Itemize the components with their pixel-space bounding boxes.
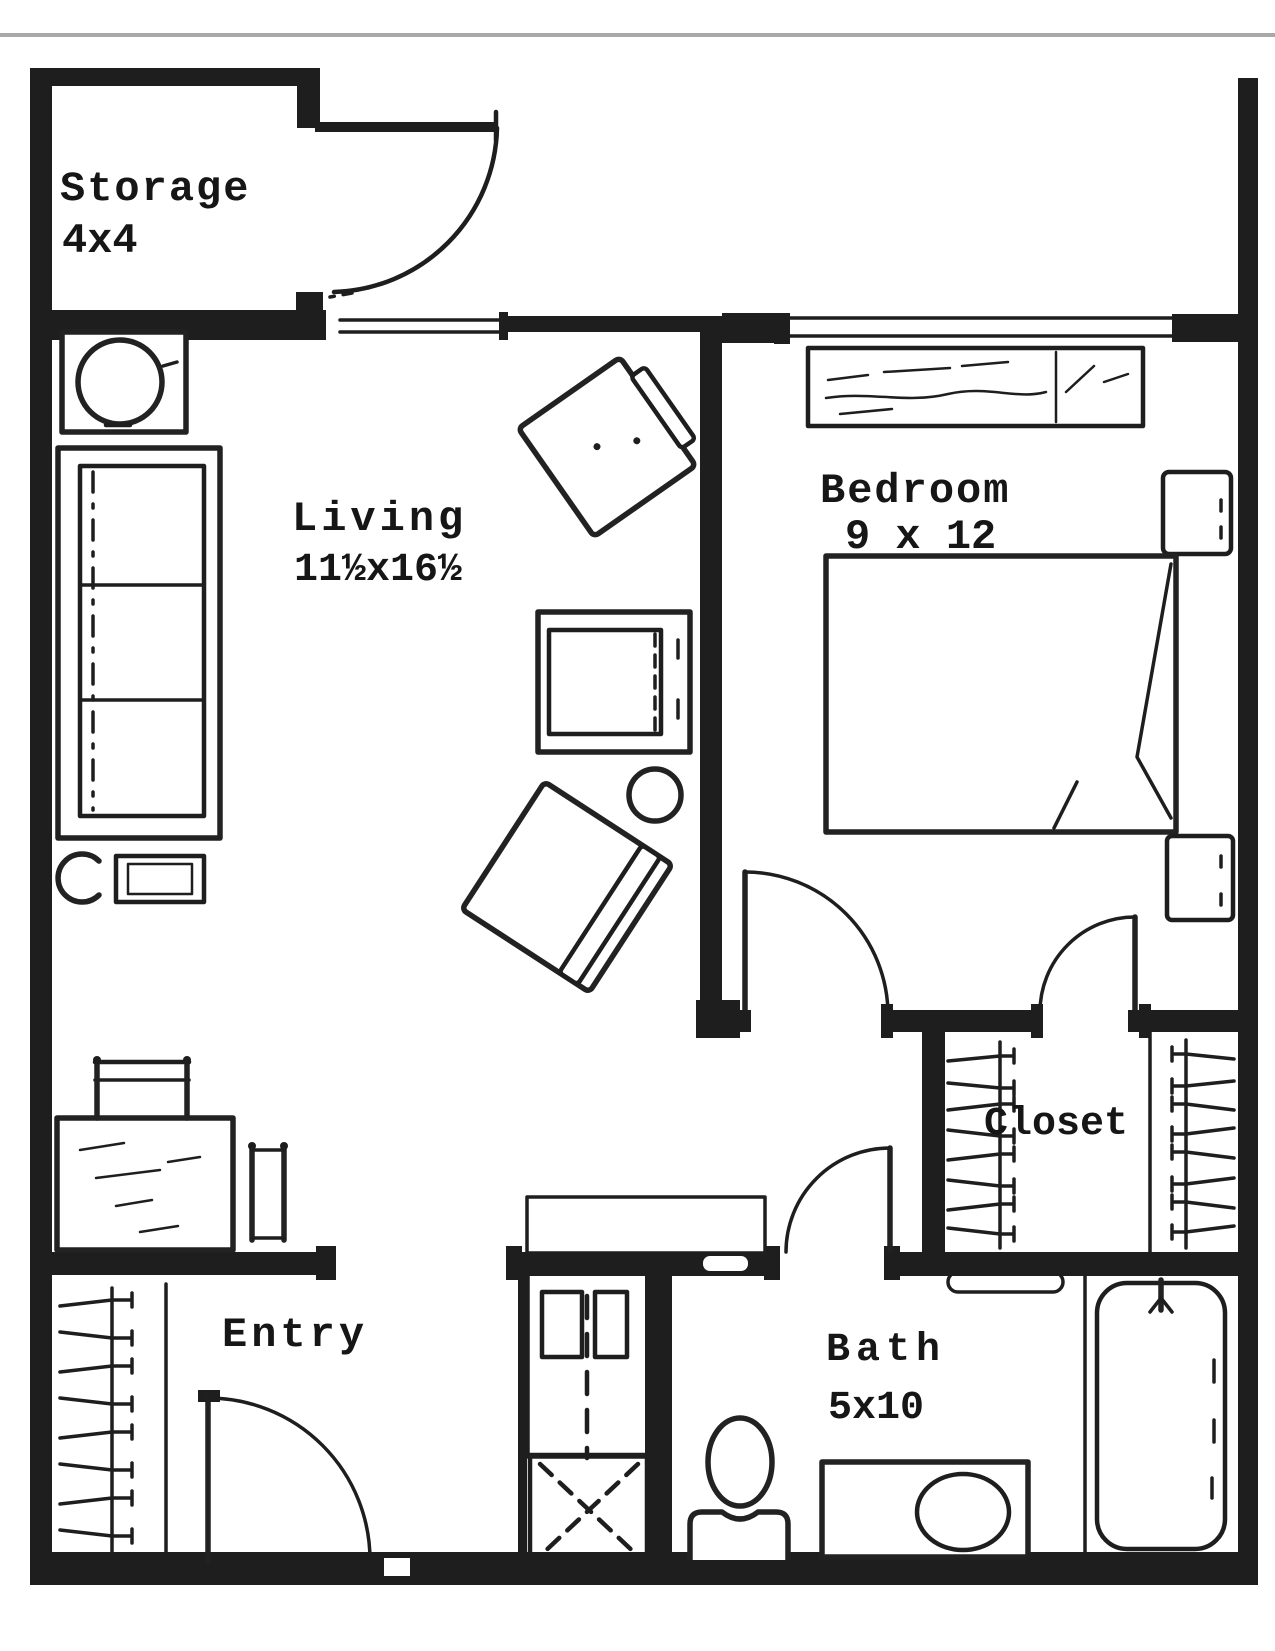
wall-hall-a [887,1010,1037,1032]
armchair-lower [461,781,673,993]
bed [823,553,1179,835]
wall-bath-closet [890,1252,1238,1276]
kitchen-sink-right-basin [592,1289,630,1360]
wall-hall-b [1145,1010,1238,1032]
bedroom-closet-left-rod [946,1040,1016,1250]
bathroom-fixtures [687,1268,1228,1560]
wall-living-bedroom [700,316,722,1004]
bedroom-door [739,869,890,1032]
magazine-rack [55,851,102,905]
dining-table [54,1115,236,1253]
round-side-table [626,766,684,824]
label-storage: Storage [60,165,250,213]
bath-door-swing-arc [784,1146,892,1254]
bathtub [1094,1277,1228,1552]
foot-table [1164,833,1236,923]
label-storage-dims: 4x4 [62,217,138,265]
dresser [805,345,1146,429]
dining-chair-right [248,1142,288,1243]
entry-closet [58,1282,168,1566]
living-furniture [54,329,697,1253]
kitchen-sink-left-basin [539,1289,585,1360]
wall-bottom [30,1552,1258,1585]
label-entry: Entry [222,1311,368,1359]
wall-bath-cap [884,1246,900,1280]
entry-door [198,1390,372,1563]
nightstand [1160,469,1234,557]
storage-door [315,109,500,299]
end-table-lamp [59,329,189,435]
wall-under-counter-cap-right [764,1246,780,1280]
scan-line [0,33,1275,37]
wall-living-top [506,316,704,332]
tv-console [535,609,693,755]
wall-hall-a-cap-left [881,1004,893,1038]
entry-threshold-notch [384,1558,410,1576]
wall-entry-top [30,1252,320,1275]
kitchen-counter [525,1195,767,1255]
range-stove [527,1452,650,1566]
storage-door-leaf [315,122,497,132]
label-living: Living [292,495,467,543]
pass-through-slot [703,1256,748,1271]
wall-kitchen-bath [645,1272,672,1554]
closet-door-swing-arc [1038,915,1137,1014]
label-bath: Bath [826,1328,946,1373]
bedroom-furniture [805,345,1236,923]
bedroom-door-hinge-stub [739,1010,751,1032]
side-table [113,853,207,905]
kitchenette [525,1195,767,1566]
storage-door-jamb-top [297,86,320,128]
label-closet: Closet [984,1102,1128,1147]
wall-bedroom-top-right [1172,314,1238,342]
vanity-sink [819,1459,1031,1560]
bedroom-window-jamb [774,316,790,344]
wall-entry-top-cap [316,1246,336,1280]
tub-faucet-icon [1148,1296,1174,1314]
wall-living-bedroom-end-cap [696,1000,740,1038]
closet-door [1038,914,1142,1032]
entry-door-swing-arc [206,1396,372,1562]
bedroom-door-swing-arc [743,870,890,1017]
toilet [687,1415,791,1560]
dining-chair-top [92,1056,192,1121]
label-living-dims: 11½x16½ [294,548,462,593]
wall-left [30,68,52,1585]
exterior-walls [30,68,1258,1585]
bath-shelf [946,1270,1065,1294]
armchair-upper [517,356,697,538]
storage-door-swing-dash [328,291,354,299]
wall-right [1238,78,1258,1585]
interior-walls [30,86,1238,1562]
storage-door-swing-arc [331,125,500,295]
wall-under-counter-cap-left [506,1246,522,1280]
label-bedroom-dims: 9 x 12 [845,513,996,561]
closet-door-hinge-stub [1128,1010,1142,1032]
bath-door [784,1145,893,1254]
label-bedroom: Bedroom [820,467,1010,515]
sofa [55,445,223,841]
label-bath-dims: 5x10 [828,1386,924,1431]
bedroom-closet-right-rod [1170,1038,1236,1250]
kitchen-edge-line [518,1272,527,1562]
wall-storage-top [30,68,320,86]
wall-closet-left [922,1032,945,1256]
living-window-end-cap [499,312,508,340]
